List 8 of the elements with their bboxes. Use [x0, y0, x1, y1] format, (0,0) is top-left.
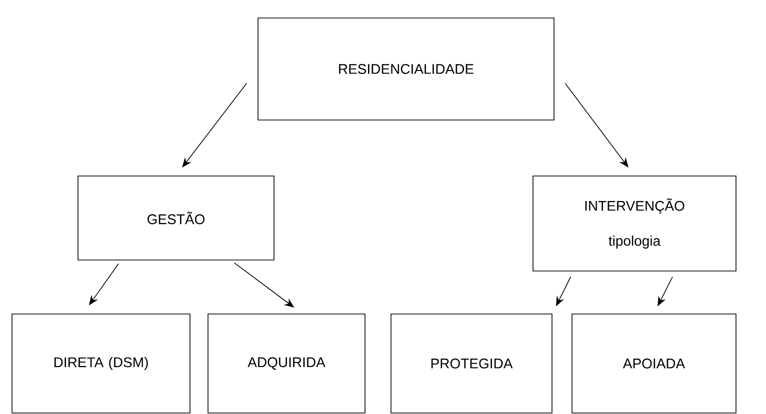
text-box	[532, 176, 736, 272]
text-box: PROTEGIDA	[390, 314, 552, 414]
text-box: RESIDENCIALIDADE	[258, 18, 554, 120]
text-box: ADQUIRIDA	[208, 314, 366, 414]
text-box: DIRETA (DSM)	[12, 314, 190, 414]
text-box: APOIADA	[572, 314, 736, 414]
node-text: INTERVENÇÃO tipologia	[585, 198, 684, 249]
text-box: GESTÃO	[78, 176, 274, 260]
